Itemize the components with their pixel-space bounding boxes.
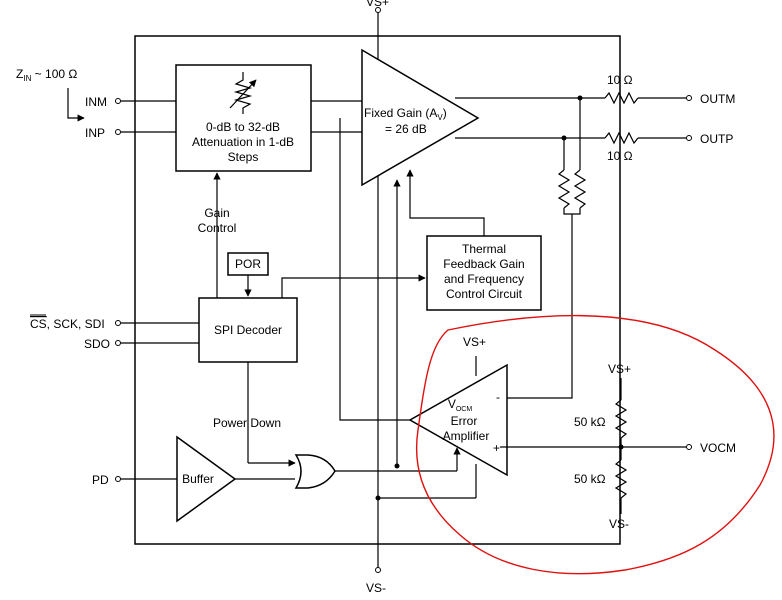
pin-outm [686, 95, 692, 101]
vs-minus-bottom-label: VS- [366, 581, 386, 595]
r-outp-label: 10 Ω [607, 149, 633, 163]
r-bot-label: 50 kΩ [574, 472, 606, 486]
thermal-line-3: and Frequency [444, 272, 524, 286]
pin-vocm-label: VOCM [700, 441, 736, 455]
spi-decoder-label: SPI Decoder [214, 323, 282, 337]
or-gate [294, 447, 461, 489]
input-section: ZIN ~ 100 Ω INM INP [16, 67, 176, 140]
pin-inp [115, 129, 121, 135]
por-label: POR [235, 257, 261, 271]
attenuator-block: 0-dB to 32-dB Attenuation in 1-dB Steps [175, 64, 312, 172]
fixed-gain-amplifier: Fixed Gain (AV) = 26 dB [361, 48, 480, 187]
pin-inm [115, 98, 121, 104]
attenuator-line-2: Attenuation in 1-dB [192, 135, 294, 149]
pin-sdo [115, 340, 121, 346]
thermal-control-block: Thermal Feedback Gain and Frequency Cont… [406, 169, 542, 311]
div-vs-minus-label: VS- [609, 517, 629, 531]
spi-decoder-block: SPI Decoder [198, 274, 426, 363]
attenuator-line-3: Steps [228, 150, 259, 164]
power-down-label: Power Down [213, 416, 281, 430]
pin-spi-label: CS, SCK, SDI [30, 317, 105, 331]
pin-outp-label: OUTP [700, 132, 733, 146]
thermal-line-4: Control Circuit [446, 287, 523, 301]
gain-control-line-1: Gain [204, 206, 229, 220]
zin-label: ZIN ~ 100 Ω [16, 67, 77, 83]
attenuator-line-1: 0-dB to 32-dB [206, 120, 280, 134]
pin-pd [115, 476, 121, 482]
err-amp-minus: - [496, 390, 500, 404]
spi-pins: CS, SCK, SDI SDO [30, 314, 199, 351]
por-block: POR [227, 252, 269, 297]
err-amp-line-1: VOCM [448, 397, 473, 413]
thermal-line-2: Feedback Gain [443, 257, 524, 271]
pin-outp [686, 135, 692, 141]
output-section: OUTM 10 Ω OUTP 10 Ω [455, 73, 735, 399]
vocm-error-amplifier: VOCM Error Amplifier - + VS+ [375, 335, 508, 501]
amp-gain-value: = 26 dB [385, 122, 427, 136]
pin-pd-label: PD [92, 473, 109, 487]
buffer-block: PD Buffer [92, 435, 295, 523]
r-outm-label: 10 Ω [607, 73, 633, 87]
pin-spi [115, 320, 121, 326]
div-vs-plus-label: VS+ [608, 362, 631, 376]
err-vs-plus-label: VS+ [463, 335, 486, 349]
err-amp-line-2: Error [451, 414, 478, 428]
highlight-annotation [415, 314, 775, 575]
vocm-divider: VS+ VS- 50 kΩ 50 kΩ VOCM [500, 362, 736, 531]
buffer-label: Buffer [182, 472, 214, 486]
thermal-line-1: Thermal [462, 242, 506, 256]
err-amp-line-3: Amplifier [443, 429, 490, 443]
err-amp-plus: + [493, 441, 500, 455]
r-top-label: 50 kΩ [574, 415, 606, 429]
pin-sdo-label: SDO [84, 337, 110, 351]
pin-outm-label: OUTM [700, 92, 735, 106]
pin-inm-label: INM [85, 95, 107, 109]
gain-control-line-2: Control [198, 221, 237, 235]
vs-plus-top-label: VS+ [366, 0, 389, 9]
pin-inp-label: INP [85, 126, 105, 140]
pin-vocm [686, 444, 692, 450]
amp-gain-label: Fixed Gain (AV) [364, 106, 447, 122]
